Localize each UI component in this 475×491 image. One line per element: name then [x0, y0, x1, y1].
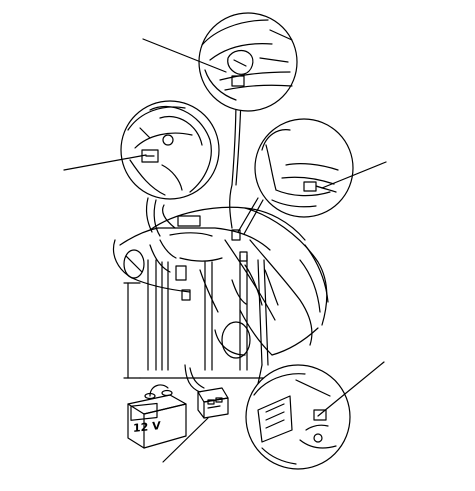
battery: 12 V: [127, 384, 187, 449]
detail-circle-left: [120, 100, 220, 200]
callout-line-right: [321, 161, 387, 189]
tester-unit: [197, 387, 229, 419]
callout-line-left: [63, 154, 147, 171]
detail-circle-top: [198, 12, 298, 112]
detail-circle-right: [254, 118, 354, 218]
callout-line-bottom-right: [317, 361, 385, 417]
dimension-bracket: [123, 282, 266, 379]
battery-voltage-label: 12 V: [133, 419, 161, 435]
callout-lines: [63, 38, 387, 463]
vehicle-outline: [112, 206, 329, 359]
callout-line-top-left: [142, 38, 227, 73]
test-leads: [146, 95, 269, 396]
detail-circle-bottom-right: [245, 364, 351, 470]
callout-line-bottom: [162, 417, 209, 463]
